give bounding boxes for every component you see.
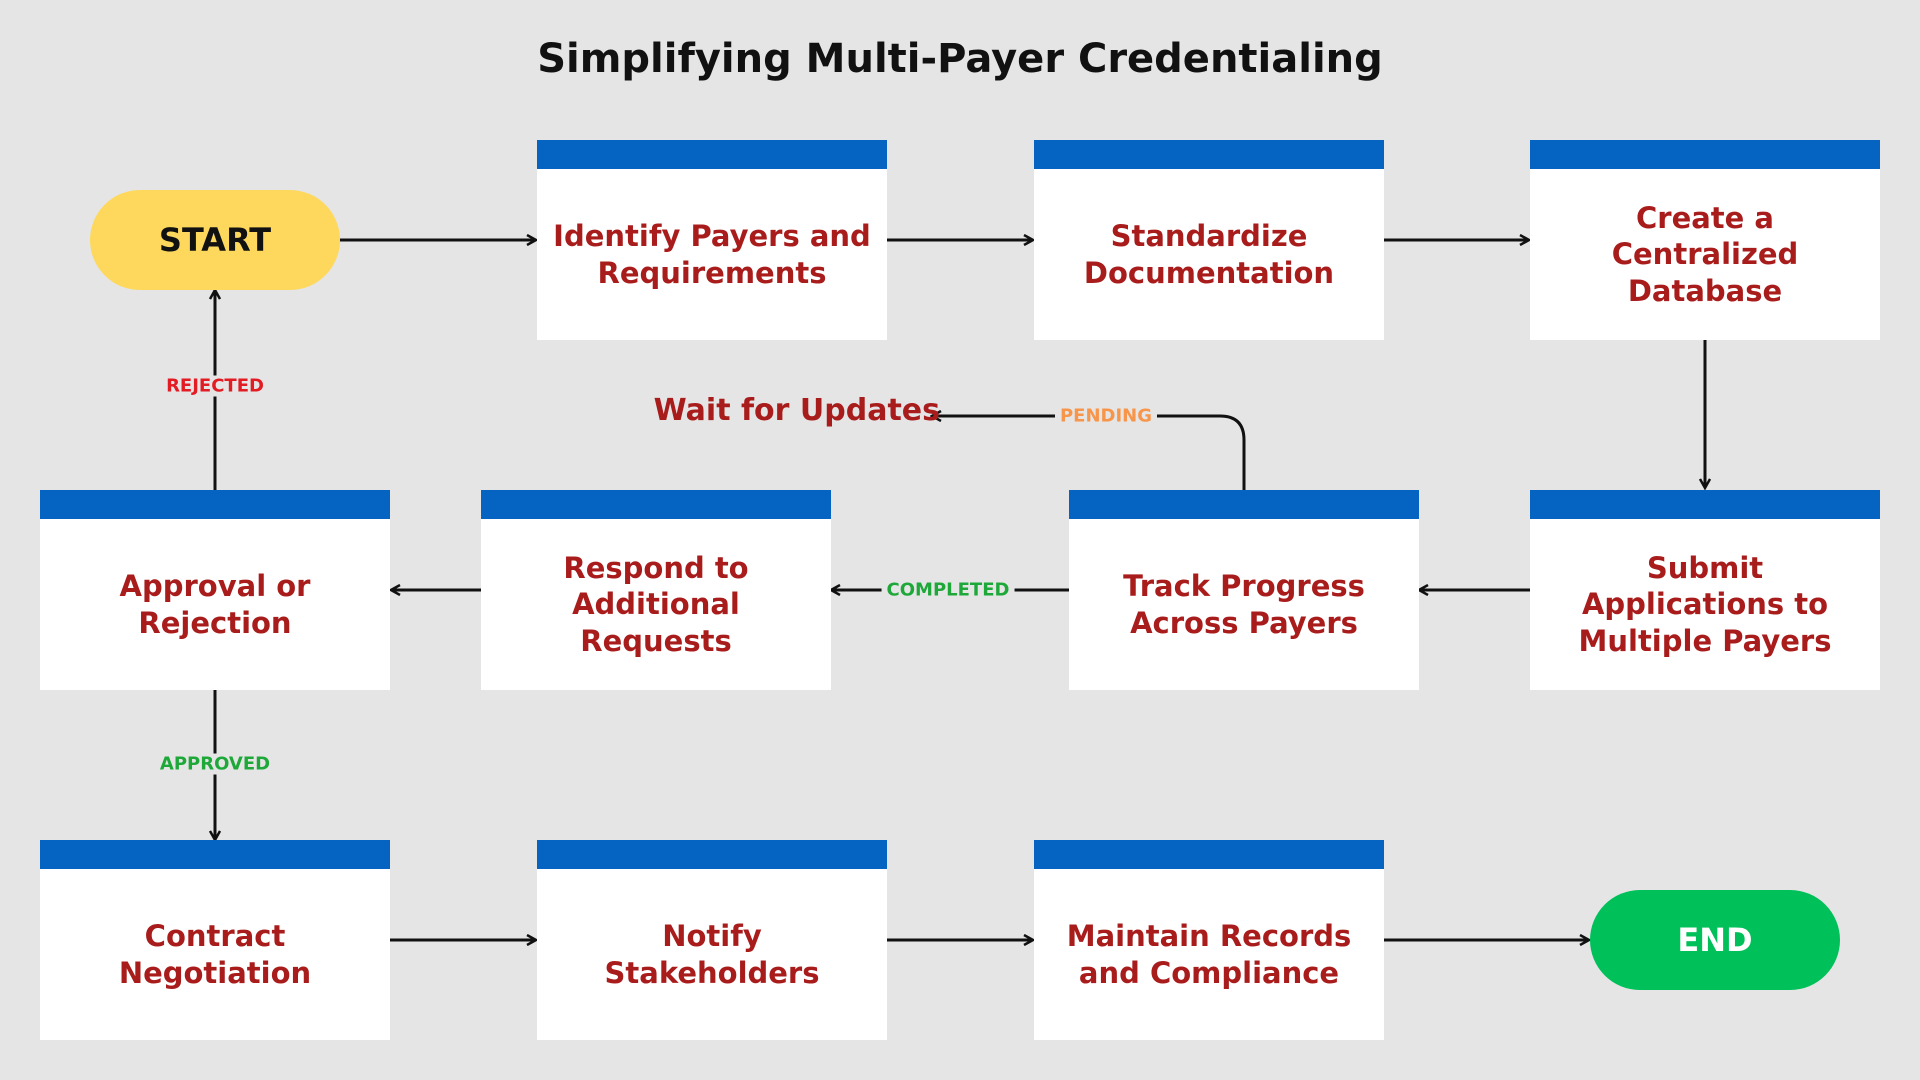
arrow-track-pending-to-wait: [932, 416, 1246, 490]
step-identify-payers: Identify Payers and Requirements: [537, 140, 887, 340]
step-label: Respond to Additional Requests: [563, 551, 749, 658]
end-terminal: END: [1590, 890, 1840, 990]
step-label: Notify Stakeholders: [604, 919, 820, 990]
step-respond-requests: Respond to Additional Requests: [481, 490, 831, 690]
step-label: Identify Payers and Requirements: [553, 219, 871, 290]
step-header-bar: [40, 490, 390, 519]
step-centralized-database: Create a Centralized Database: [1530, 140, 1880, 340]
step-header-bar: [1034, 140, 1384, 169]
step-header-bar: [537, 140, 887, 169]
step-standardize-documentation: Standardize Documentation: [1034, 140, 1384, 340]
step-label: Create a Centralized Database: [1611, 201, 1799, 308]
wait-for-updates-note: Wait for Updates: [653, 393, 940, 428]
step-notify-stakeholders: Notify Stakeholders: [537, 840, 887, 1040]
edge-label-completed: COMPLETED: [881, 579, 1015, 601]
step-label: Maintain Records and Compliance: [1066, 919, 1352, 990]
step-label: Standardize Documentation: [1083, 219, 1335, 290]
step-header-bar: [1034, 840, 1384, 869]
step-header-bar: [1530, 490, 1880, 519]
step-header-bar: [481, 490, 831, 519]
step-approval-rejection: Approval or Rejection: [40, 490, 390, 690]
edge-label-rejected: REJECTED: [161, 375, 269, 397]
step-label: Track Progress Across Payers: [1123, 569, 1365, 640]
step-header-bar: [1069, 490, 1419, 519]
edge-label-pending: PENDING: [1054, 405, 1158, 427]
step-maintain-records: Maintain Records and Compliance: [1034, 840, 1384, 1040]
step-label: Submit Applications to Multiple Payers: [1578, 551, 1832, 658]
step-submit-applications: Submit Applications to Multiple Payers: [1530, 490, 1880, 690]
edge-label-approved: APPROVED: [154, 753, 276, 775]
step-label: Approval or Rejection: [119, 569, 311, 640]
start-terminal: START: [90, 190, 340, 290]
step-contract-negotiation: Contract Negotiation: [40, 840, 390, 1040]
step-track-progress: Track Progress Across Payers: [1069, 490, 1419, 690]
step-header-bar: [40, 840, 390, 869]
diagram-title: Simplifying Multi-Payer Credentialing: [537, 36, 1383, 82]
step-label: Contract Negotiation: [118, 919, 312, 990]
step-header-bar: [1530, 140, 1880, 169]
step-header-bar: [537, 840, 887, 869]
